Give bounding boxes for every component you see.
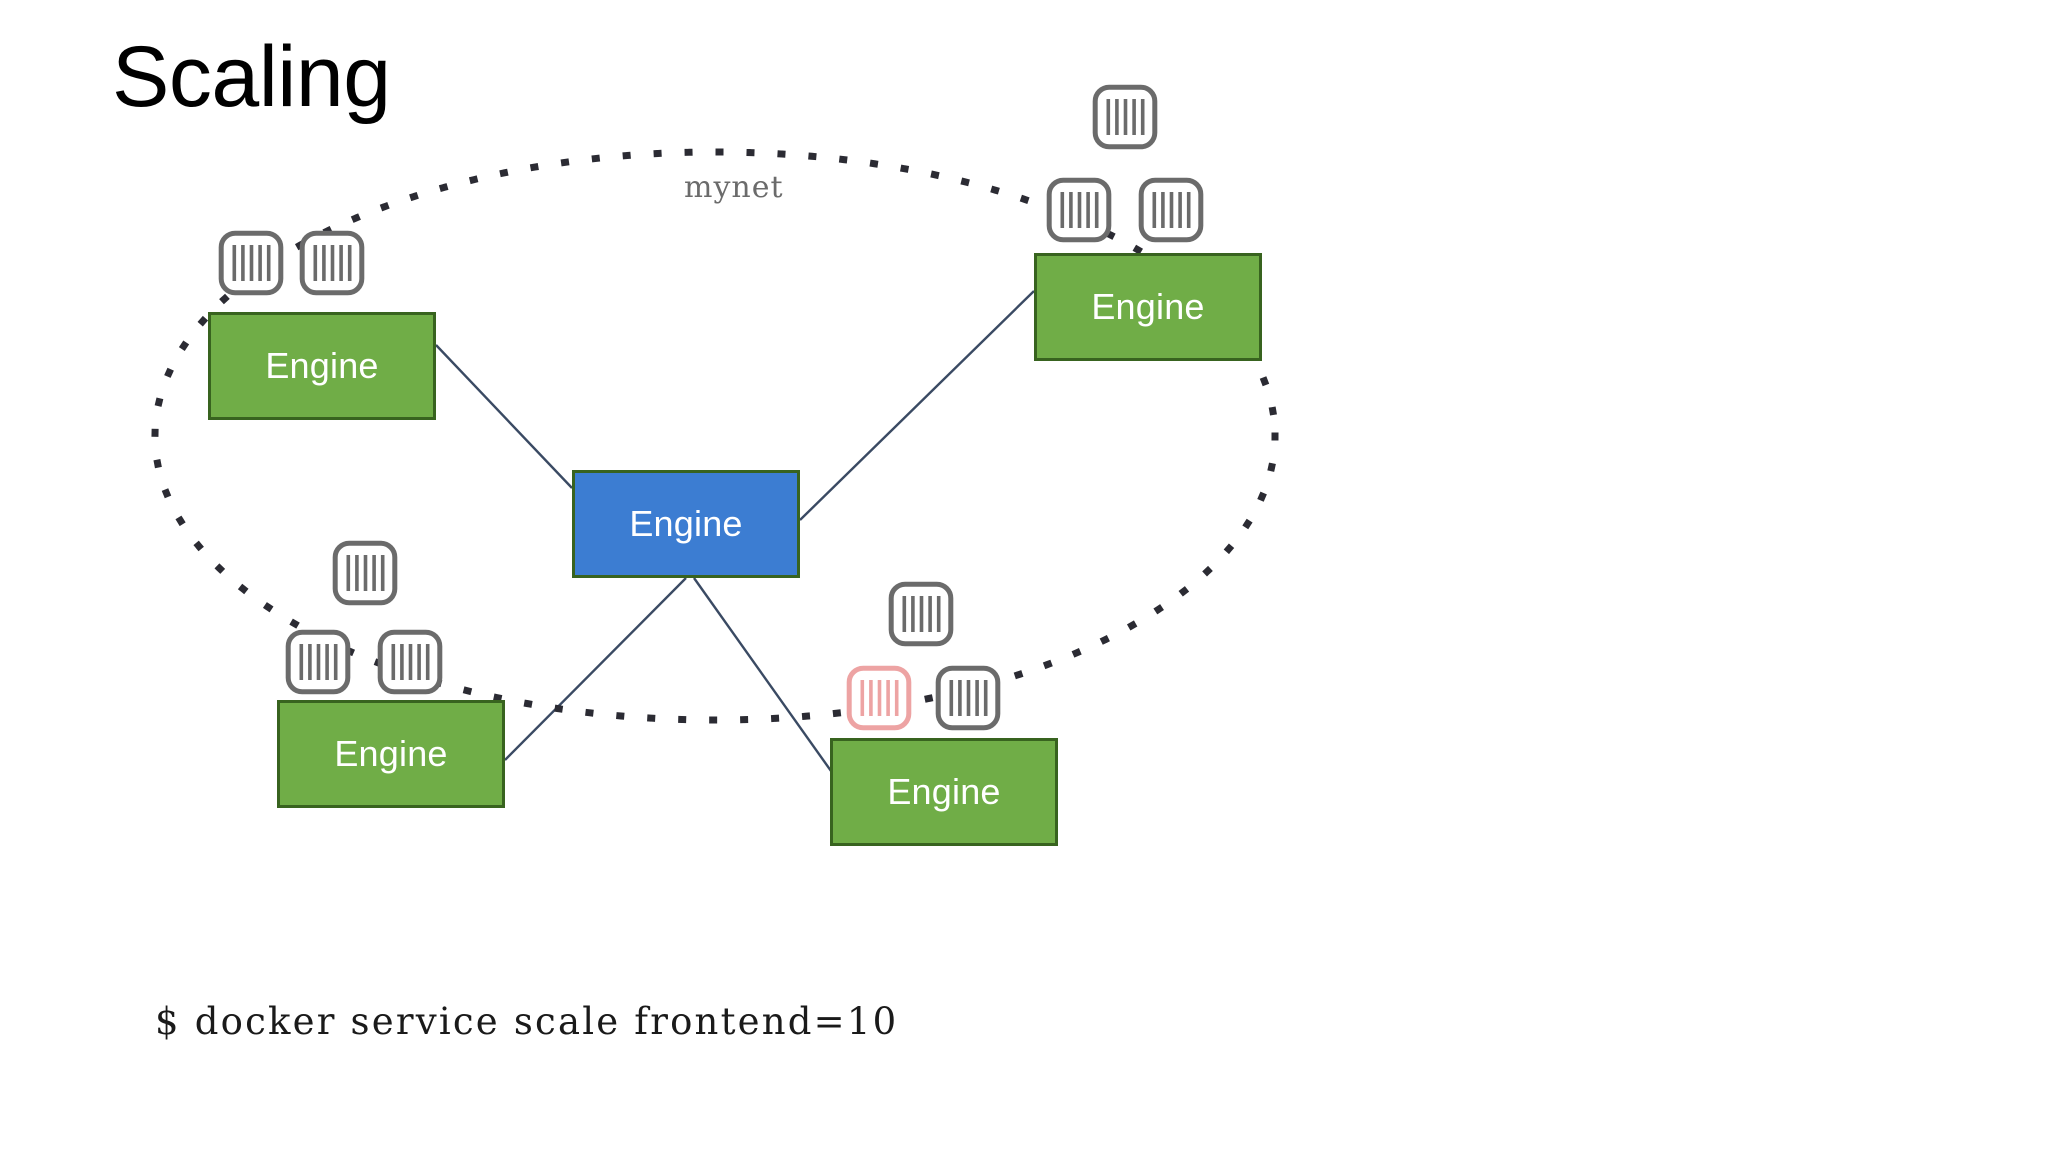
container-icon (1138, 177, 1204, 243)
network-name-label: mynet (684, 170, 784, 205)
engine-node-engine-bottom-left[interactable]: Engine (277, 700, 505, 808)
engine-node-label: Engine (265, 345, 379, 386)
mynet-ellipse (151, 148, 1279, 724)
engine-node-engine-top-left[interactable]: Engine (208, 312, 436, 420)
mynet-boundary (151, 148, 1279, 724)
page-title: Scaling (112, 29, 391, 125)
engine-link-lines (435, 290, 1035, 841)
engine-node-engine-bottom-right[interactable]: Engine (830, 738, 1058, 846)
container-icon (935, 665, 1001, 731)
container-icon (1092, 84, 1158, 150)
container-icon (377, 629, 443, 695)
engine-node-label: Engine (334, 733, 448, 774)
engine-node-engine-top-right[interactable]: Engine (1034, 253, 1262, 361)
engine-node-label: Engine (629, 503, 743, 544)
engine-link (504, 577, 687, 761)
container-icon (218, 230, 284, 296)
container-icon (1046, 177, 1112, 243)
engine-node-label: Engine (1091, 286, 1205, 327)
command-line-text: $ docker service scale frontend=10 (155, 1000, 899, 1043)
container-icon-failed (846, 665, 912, 731)
container-icon (332, 540, 398, 606)
engine-node-engine-manager[interactable]: Engine (572, 470, 800, 578)
container-icon (888, 581, 954, 647)
container-icon (299, 230, 365, 296)
engine-node-label: Engine (887, 771, 1001, 812)
engine-link (799, 290, 1035, 521)
engine-link (435, 344, 573, 489)
container-icon (285, 629, 351, 695)
